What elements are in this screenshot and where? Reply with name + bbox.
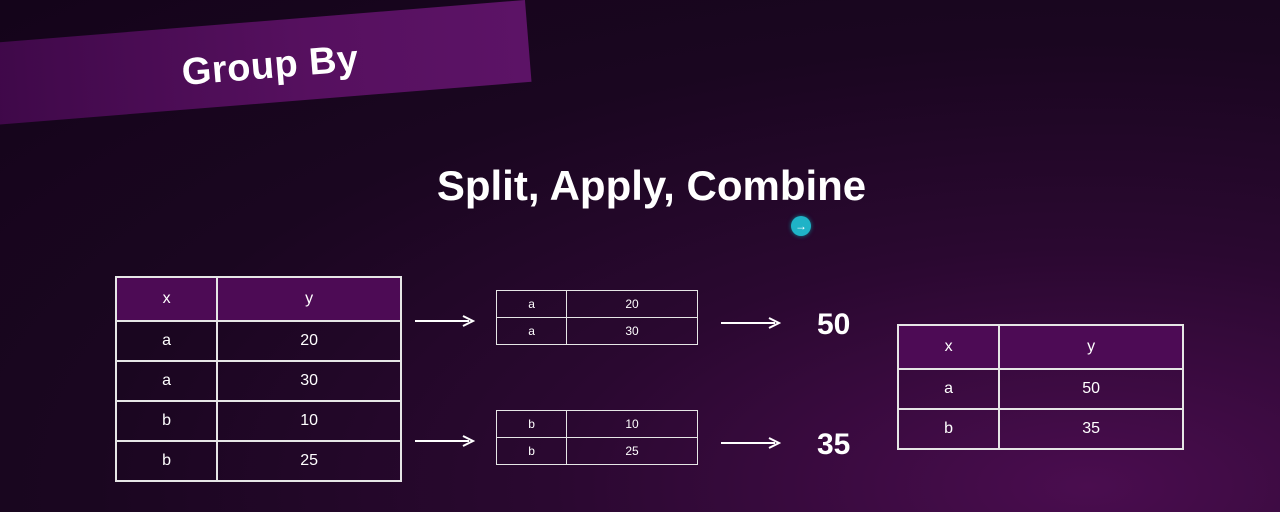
table-row: b 25 — [495, 437, 698, 465]
cell-x: a — [495, 290, 568, 318]
table-row: b 10 — [495, 410, 698, 438]
split-arrow-b — [415, 435, 475, 447]
header-x: x — [896, 324, 1001, 370]
table-header-row: x y — [114, 276, 402, 322]
header-x: x — [114, 276, 219, 322]
cell-x: b — [114, 400, 219, 442]
table-row: b 25 — [114, 440, 402, 482]
table-row: a 20 — [495, 290, 698, 318]
cell-x: a — [896, 368, 1001, 410]
page-title: Split, Apply, Combine — [436, 162, 867, 209]
cell-y: 10 — [216, 400, 402, 442]
cell-y: 20 — [216, 320, 402, 362]
cell-x: b — [114, 440, 219, 482]
header-y: y — [998, 324, 1184, 370]
cell-y: 25 — [216, 440, 402, 482]
cursor-arrow-right-icon: → — [791, 216, 811, 236]
split-arrow-a — [415, 315, 475, 327]
cell-y: 30 — [216, 360, 402, 402]
original-table: x y a 20 a 30 b 10 b 25 — [114, 276, 402, 482]
cell-x: a — [114, 360, 219, 402]
table-row: a 50 — [896, 368, 1184, 410]
cell-x: b — [896, 408, 1001, 450]
cell-y: 30 — [566, 317, 698, 345]
cell-x: a — [114, 320, 219, 362]
table-row: a 20 — [114, 320, 402, 362]
table-header-row: x y — [896, 324, 1184, 370]
apply-arrow-b — [721, 437, 781, 449]
aggregate-value-a: 50 — [817, 308, 851, 341]
cell-x: b — [495, 410, 568, 438]
cell-y: 35 — [998, 408, 1184, 450]
table-row: b 10 — [114, 400, 402, 442]
split-group-b-table: b 10 b 25 — [495, 410, 698, 465]
cell-y: 10 — [566, 410, 698, 438]
cell-x: a — [495, 317, 568, 345]
split-group-a-table: a 20 a 30 — [495, 290, 698, 345]
cell-x: b — [495, 437, 568, 465]
header-y: y — [216, 276, 402, 322]
table-row: a 30 — [495, 317, 698, 345]
result-table: x y a 50 b 35 — [896, 324, 1184, 450]
aggregate-value-b: 35 — [817, 428, 851, 461]
cell-y: 25 — [566, 437, 698, 465]
table-row: a 30 — [114, 360, 402, 402]
table-row: b 35 — [896, 408, 1184, 450]
cell-y: 50 — [998, 368, 1184, 410]
apply-arrow-a — [721, 317, 781, 329]
cell-y: 20 — [566, 290, 698, 318]
